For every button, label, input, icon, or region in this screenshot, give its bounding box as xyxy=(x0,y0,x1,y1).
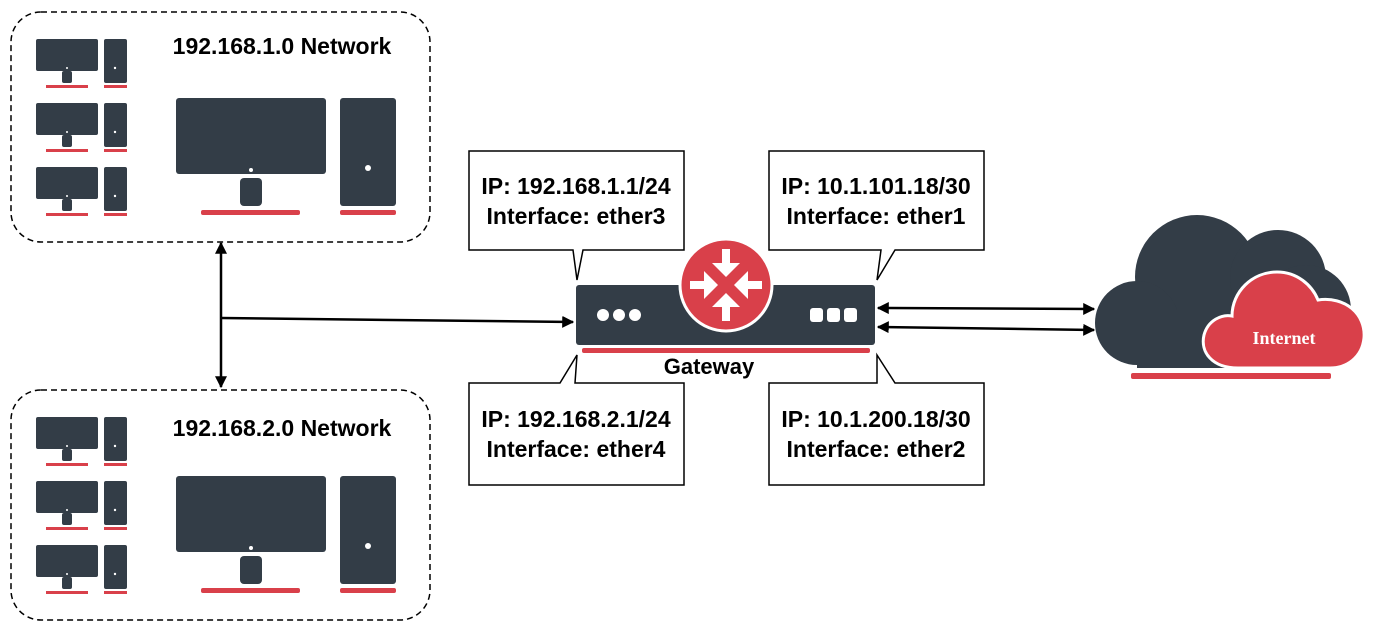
network-title-1: 192.168.1.0 Network xyxy=(173,33,392,59)
callout-ether4-interface: Interface: ether4 xyxy=(487,436,666,462)
gateway-router: Gateway xyxy=(576,237,875,379)
gateway-label: Gateway xyxy=(664,354,755,379)
link-arrow-ether2 xyxy=(876,321,1096,336)
network-group-192-168-2-0: 192.168.2.0 Network xyxy=(11,390,430,620)
callout-ether2: IP: 10.1.200.18/30 Interface: ether2 xyxy=(768,352,985,486)
callout-ether3-ip: IP: 192.168.1.1/24 xyxy=(481,173,670,199)
router-icon xyxy=(678,237,774,333)
network-title-2: 192.168.2.0 Network xyxy=(173,415,392,441)
callout-ether4: IP: 192.168.2.1/24 Interface: ether4 xyxy=(468,354,685,486)
link-arrow-ether1 xyxy=(876,302,1096,315)
callout-ether4-ip: IP: 192.168.2.1/24 xyxy=(481,406,670,432)
network-connectors xyxy=(215,241,575,389)
callout-ether1-ip: IP: 10.1.101.18/30 xyxy=(781,173,970,199)
cloud-icon: Internet xyxy=(1095,215,1366,379)
callout-ether3: IP: 192.168.1.1/24 Interface: ether3 xyxy=(468,150,685,281)
callout-ether2-interface: Interface: ether2 xyxy=(787,436,966,462)
callout-ether1-interface: Interface: ether1 xyxy=(787,203,966,229)
callout-ether3-interface: Interface: ether3 xyxy=(487,203,666,229)
internet-links xyxy=(876,302,1096,336)
callout-ether1: IP: 10.1.101.18/30 Interface: ether1 xyxy=(768,150,985,281)
internet-label: Internet xyxy=(1253,328,1316,348)
link-arrow-to-gateway xyxy=(220,315,575,328)
network-group-192-168-1-0: 192.168.1.0 Network xyxy=(11,12,430,242)
callout-ether2-ip: IP: 10.1.200.18/30 xyxy=(781,406,970,432)
